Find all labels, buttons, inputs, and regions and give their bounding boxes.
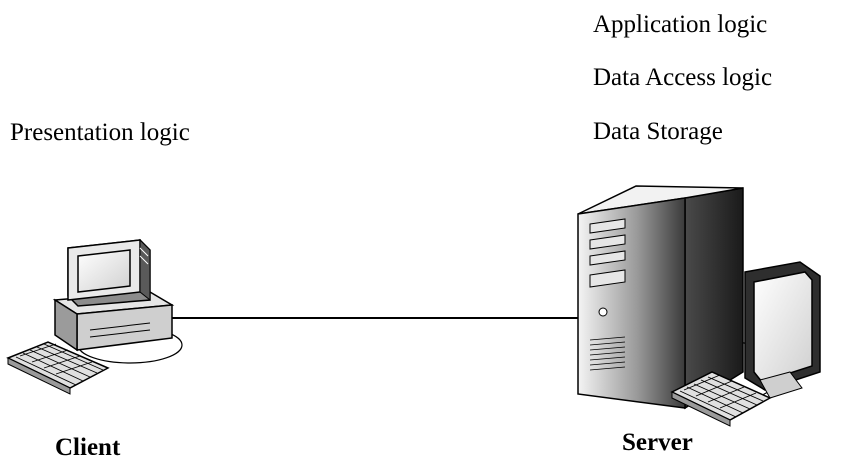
client-computer-icon [6, 238, 183, 395]
server-computer-icon [577, 185, 821, 427]
server-layer-application: Application logic [593, 11, 768, 38]
server-caption: Server [622, 429, 693, 456]
client-caption: Client [55, 434, 121, 461]
server-layer-data-storage: Data Storage [593, 118, 723, 145]
server-layer-data-access: Data Access logic [593, 64, 773, 91]
client-layer-presentation: Presentation logic [10, 119, 190, 146]
